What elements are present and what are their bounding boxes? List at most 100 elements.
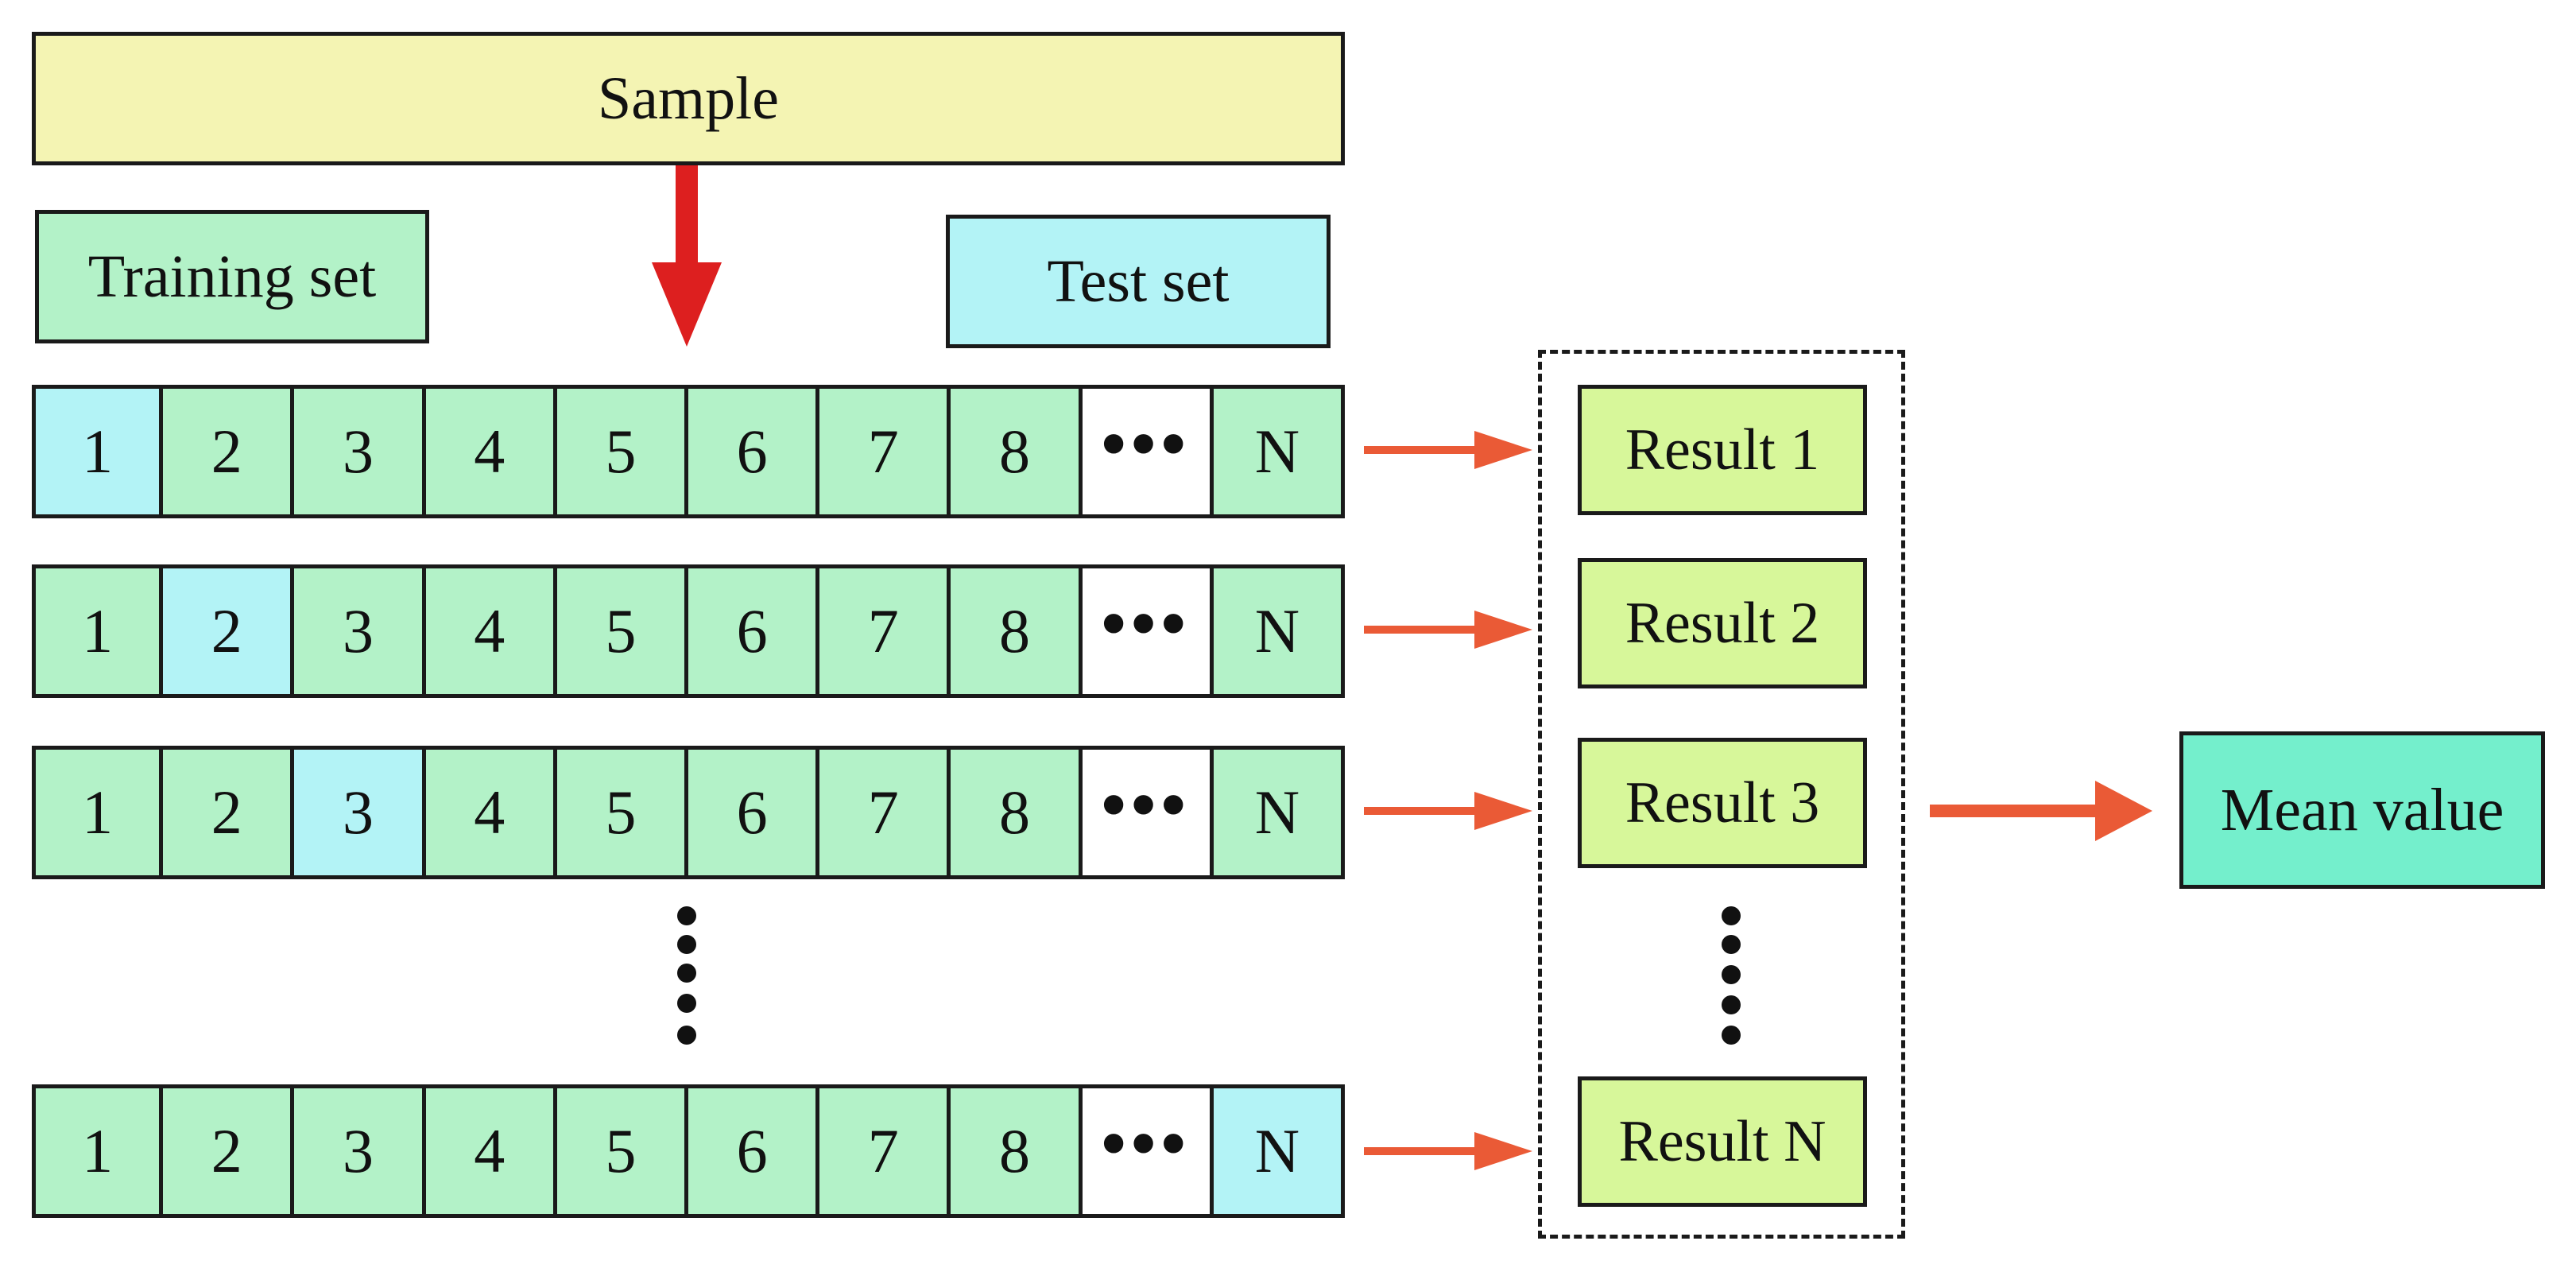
fold-cell-train: 6 bbox=[688, 564, 820, 698]
fold-cell-train: 7 bbox=[819, 746, 951, 879]
fold-cell-train: N bbox=[1213, 564, 1345, 698]
fold-arrow-head-2 bbox=[1474, 611, 1532, 649]
fold-cell-ellipsis: ••• bbox=[1082, 746, 1214, 879]
fold-cell-test: N bbox=[1213, 1084, 1345, 1218]
fold-number: 8 bbox=[998, 417, 1030, 486]
fold-cell-train: 8 bbox=[951, 564, 1083, 698]
fold-cell-ellipsis: ••• bbox=[1082, 564, 1214, 698]
ellipsis-label: ••• bbox=[1101, 584, 1191, 663]
fold-number: 3 bbox=[342, 778, 374, 847]
fold-cell-train: N bbox=[1213, 385, 1345, 518]
fold-cell-test: 3 bbox=[294, 746, 426, 879]
fold-number: 8 bbox=[998, 596, 1030, 665]
fold-cell-train: 6 bbox=[688, 746, 820, 879]
fold-cell-train: 2 bbox=[163, 1084, 295, 1218]
result-label: Result 2 bbox=[1625, 590, 1820, 656]
fold-number: 2 bbox=[211, 1116, 242, 1185]
fold-cell-train: 3 bbox=[294, 385, 426, 518]
rows-ellipsis-dot-4 bbox=[677, 994, 696, 1013]
fold-cell-train: 3 bbox=[294, 564, 426, 698]
fold-number: 6 bbox=[736, 778, 768, 847]
fold-number: 2 bbox=[211, 596, 242, 665]
fold-cell-train: 2 bbox=[163, 385, 295, 518]
fold-number: N bbox=[1254, 596, 1300, 665]
fold-cell-train: 5 bbox=[556, 1084, 688, 1218]
fold-arrow-shaft-4 bbox=[1364, 1147, 1483, 1155]
result-label: Result N bbox=[1618, 1108, 1826, 1174]
fold-number: N bbox=[1254, 778, 1300, 847]
fold-number: 6 bbox=[736, 1116, 768, 1185]
rows-ellipsis-dot-1 bbox=[677, 906, 696, 925]
fold-number: 3 bbox=[342, 1116, 374, 1185]
fold-cell-train: 4 bbox=[425, 564, 557, 698]
results-ellipsis-dot-1 bbox=[1722, 906, 1741, 925]
mean-arrow-head bbox=[2095, 781, 2152, 841]
down-arrow-head bbox=[652, 262, 722, 347]
fold-arrow-head-1 bbox=[1474, 431, 1532, 469]
mean-value-label: Mean value bbox=[2220, 776, 2504, 843]
fold-number: 7 bbox=[867, 778, 899, 847]
fold-number: 4 bbox=[474, 1116, 506, 1185]
rows-ellipsis-dot-5 bbox=[677, 1026, 696, 1045]
fold-number: 5 bbox=[605, 778, 637, 847]
fold-cell-train: 5 bbox=[556, 385, 688, 518]
down-arrow-shaft bbox=[676, 165, 698, 277]
fold-number: 1 bbox=[82, 778, 114, 847]
fold-arrow-shaft-3 bbox=[1364, 807, 1483, 815]
fold-number: 7 bbox=[867, 596, 899, 665]
fold-number: 2 bbox=[211, 417, 242, 486]
fold-cell-train: 8 bbox=[951, 385, 1083, 518]
mean-arrow-shaft bbox=[1930, 805, 2106, 817]
fold-cell-train: 5 bbox=[556, 746, 688, 879]
result-label: Result 1 bbox=[1625, 417, 1820, 483]
fold-number: 5 bbox=[605, 417, 637, 486]
fold-cell-train: 7 bbox=[819, 1084, 951, 1218]
result-box-2: Result 2 bbox=[1578, 558, 1867, 688]
fold-cell-train: 8 bbox=[951, 1084, 1083, 1218]
fold-number: 5 bbox=[605, 596, 637, 665]
fold-arrow-shaft-1 bbox=[1364, 446, 1483, 454]
fold-cell-train: 6 bbox=[688, 1084, 820, 1218]
results-ellipsis-dot-2 bbox=[1722, 935, 1741, 954]
result-box-4: Result N bbox=[1578, 1076, 1867, 1207]
result-box-3: Result 3 bbox=[1578, 738, 1867, 868]
fold-cell-ellipsis: ••• bbox=[1082, 1084, 1214, 1218]
fold-cell-train: 4 bbox=[425, 1084, 557, 1218]
fold-cell-train: 6 bbox=[688, 385, 820, 518]
fold-cell-test: 2 bbox=[163, 564, 295, 698]
fold-number: 4 bbox=[474, 596, 506, 665]
fold-cell-train: N bbox=[1213, 746, 1345, 879]
sample-label: Sample bbox=[598, 64, 779, 132]
fold-number: 8 bbox=[998, 1116, 1030, 1185]
mean-value-box: Mean value bbox=[2179, 731, 2545, 889]
fold-number: 1 bbox=[82, 596, 114, 665]
results-ellipsis-dot-3 bbox=[1722, 965, 1741, 984]
rows-ellipsis-dot-3 bbox=[677, 964, 696, 983]
fold-cell-train: 7 bbox=[819, 385, 951, 518]
test-set-label: Test set bbox=[1047, 247, 1230, 315]
training-set-label: Training set bbox=[87, 242, 377, 310]
fold-cell-train: 3 bbox=[294, 1084, 426, 1218]
ellipsis-label: ••• bbox=[1101, 1104, 1191, 1183]
fold-number: 8 bbox=[998, 778, 1030, 847]
fold-number: 6 bbox=[736, 596, 768, 665]
rows-ellipsis-dot-2 bbox=[677, 935, 696, 954]
result-box-1: Result 1 bbox=[1578, 385, 1867, 515]
fold-number: 7 bbox=[867, 417, 899, 486]
results-ellipsis-dot-4 bbox=[1722, 995, 1741, 1014]
ellipsis-label: ••• bbox=[1101, 766, 1191, 844]
sample-box: Sample bbox=[32, 32, 1345, 165]
fold-number: 3 bbox=[342, 417, 374, 486]
fold-arrow-head-3 bbox=[1474, 792, 1532, 830]
fold-cell-test: 1 bbox=[32, 385, 164, 518]
fold-cell-train: 1 bbox=[32, 746, 164, 879]
fold-number: 4 bbox=[474, 417, 506, 486]
fold-number: 7 bbox=[867, 1116, 899, 1185]
result-label: Result 3 bbox=[1625, 770, 1820, 836]
fold-cell-train: 4 bbox=[425, 385, 557, 518]
